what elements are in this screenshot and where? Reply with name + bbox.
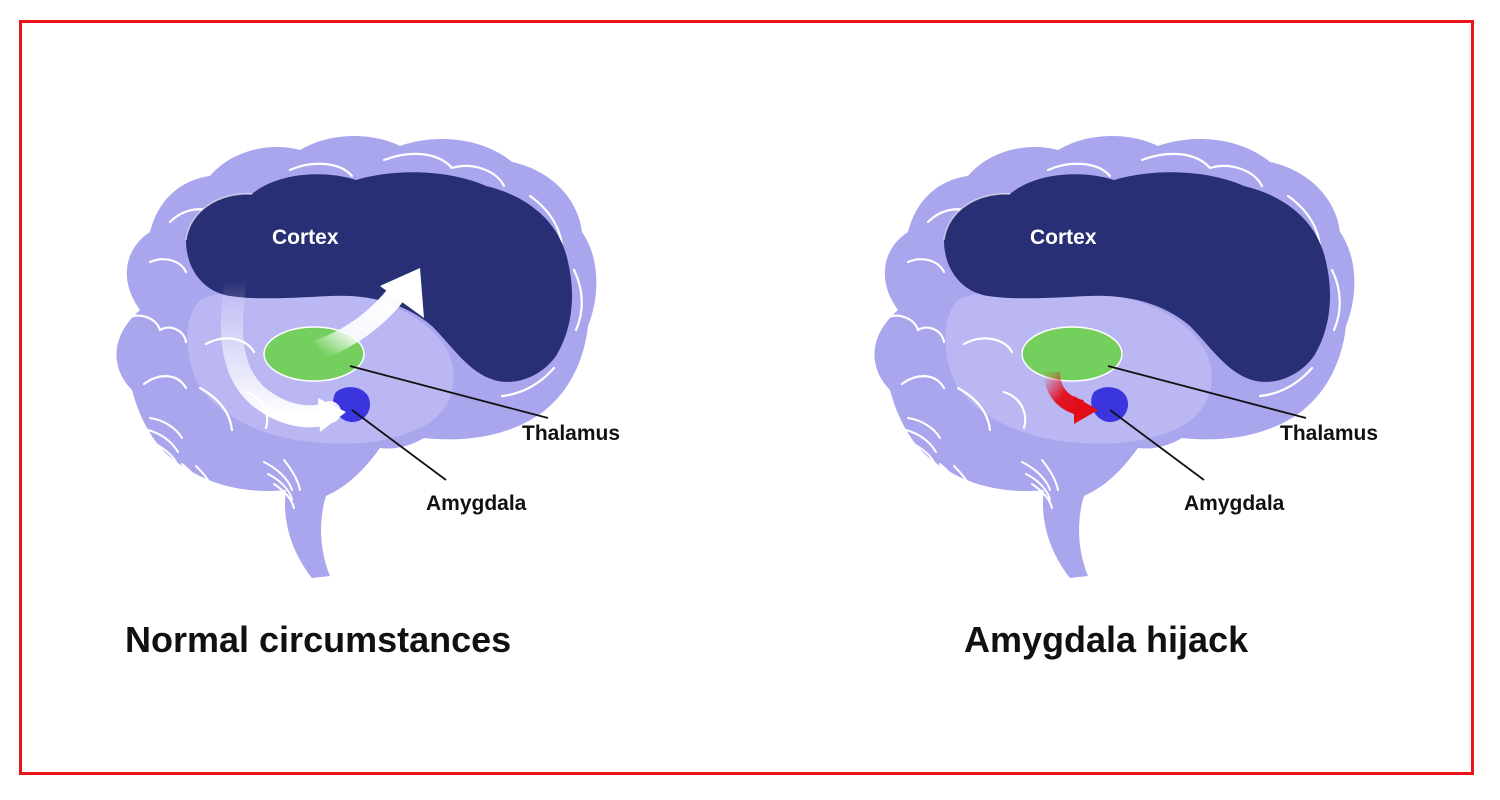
amygdala-leader-line [351, 409, 447, 481]
thalamus-label: Thalamus [1280, 422, 1378, 445]
thalamus-leader-line [1107, 365, 1307, 419]
sensory-pathway-arrow [220, 269, 341, 428]
cortex-label: Cortex [1030, 226, 1097, 249]
curved-arrow-up-icon [314, 285, 406, 360]
thalamus-label: Thalamus [522, 422, 620, 445]
panel-caption: Amygdala hijack [964, 619, 1249, 660]
amygdala-label: Amygdala [1184, 492, 1285, 515]
panel-caption: Normal circumstances [125, 619, 511, 660]
amygdala-label: Amygdala [426, 492, 527, 515]
panel-normal: Cortex Thalamus Amygdala Normal circumst… [115, 134, 620, 660]
amygdala-leader-line [1109, 409, 1205, 481]
curved-arrow-head-icon [318, 398, 346, 432]
cortex-label: Cortex [272, 226, 339, 249]
curved-arrow-down-head-icon [1074, 396, 1098, 424]
curved-arrow-up-head-icon [380, 268, 424, 318]
panel-hijack: Cortex Thalamus Amygdala Amygdala hijack [873, 134, 1378, 660]
thalamus-leader-line [349, 365, 549, 419]
